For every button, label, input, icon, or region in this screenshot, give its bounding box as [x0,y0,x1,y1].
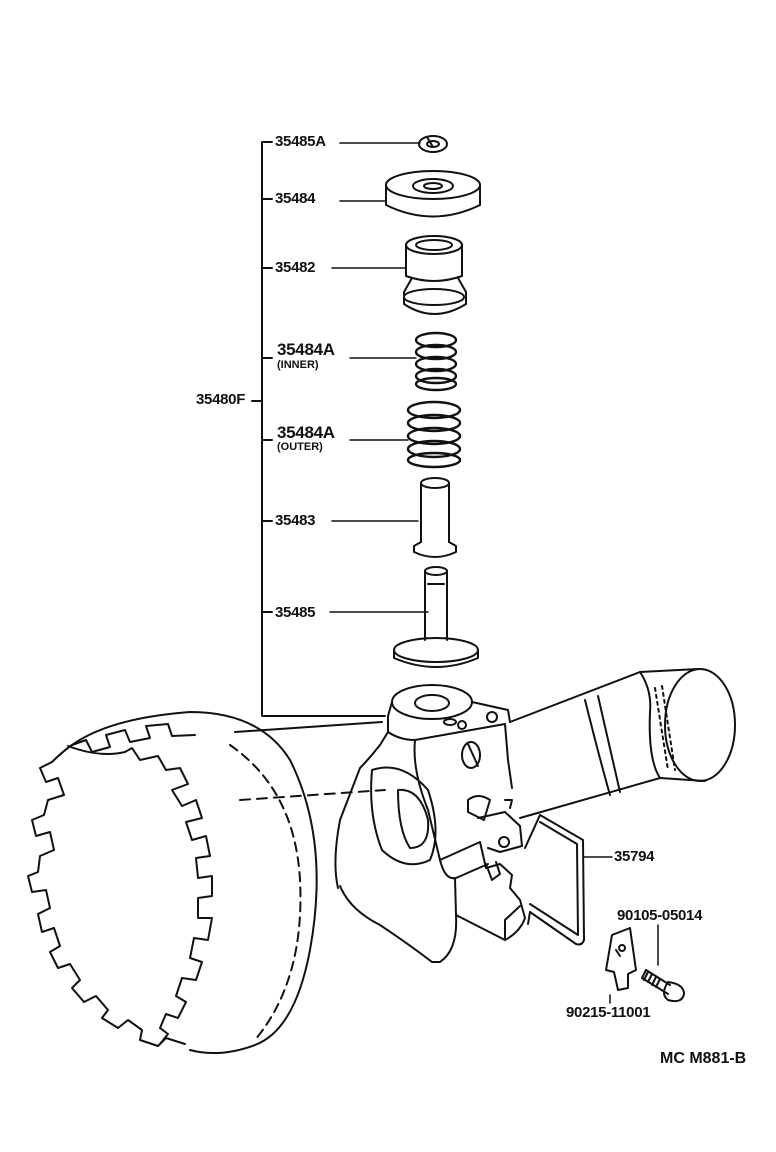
lock-plate [606,928,636,990]
label-35484A-outer: 35484A [277,423,335,442]
leader-lines [330,143,658,1003]
label-90105-05014: 90105-05014 [617,907,703,924]
slotted-drum [28,712,317,1053]
label-35480F: 35480F [196,391,246,408]
retainer-clip [419,136,447,152]
valve-sleeve [414,478,456,557]
shaft [235,669,735,818]
gasket [525,815,584,945]
label-35794: 35794 [614,848,655,865]
bolt [642,970,684,1001]
label-inner-note: (INNER) [277,359,319,371]
label-35485: 35485 [275,604,316,621]
assembly-bracket [252,142,385,716]
diagram-code: MC M881-B [660,1050,747,1067]
outer-spring [408,402,460,467]
label-35484A-inner: 35484A [277,340,335,359]
label-35483: 35483 [275,512,316,529]
spring-seat [386,171,480,217]
label-outer-note: (OUTER) [277,441,323,453]
label-90215-11001: 90215-11001 [566,1004,651,1021]
label-35484: 35484 [275,190,316,207]
housing [335,685,525,962]
label-35482: 35482 [275,259,316,276]
inner-spring [416,333,456,390]
valve-stem [394,567,478,667]
label-35485A: 35485A [275,133,326,150]
valve-cap [404,236,466,314]
